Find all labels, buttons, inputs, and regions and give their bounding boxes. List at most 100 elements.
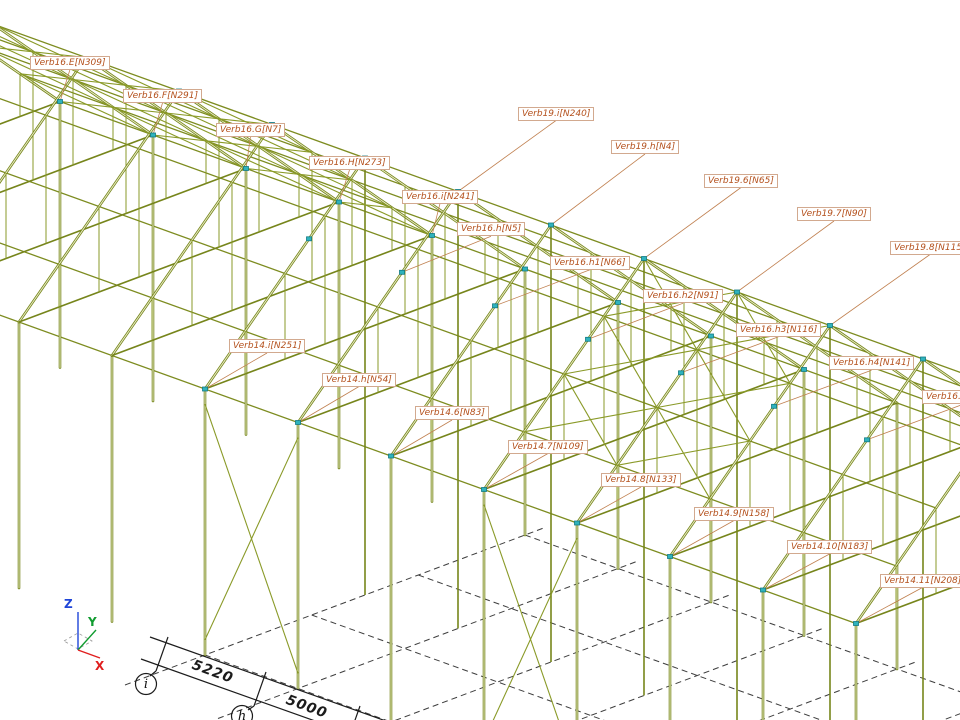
roof-brace-member[interactable] [165, 112, 220, 120]
node-marker[interactable] [548, 222, 554, 228]
node-marker[interactable] [641, 256, 647, 261]
eave-tie-member[interactable] [0, 167, 247, 289]
model-label[interactable]: Verb16.h4[N141] [829, 356, 915, 371]
axis-y-label: Y [87, 615, 97, 629]
model-label[interactable]: Verb14.6[N83] [415, 406, 489, 420]
roof-brace-member[interactable] [112, 106, 167, 114]
grid-line [418, 574, 823, 720]
wall-brace-member[interactable] [484, 537, 578, 720]
node-marker[interactable] [150, 132, 156, 138]
model-label[interactable]: Verb16.h2[N91] [643, 289, 723, 304]
roof-brace-member[interactable] [205, 140, 260, 148]
node-marker[interactable] [429, 233, 435, 238]
grid-line [577, 627, 825, 720]
roof-brace-member[interactable] [696, 349, 751, 442]
eave-tie-member[interactable] [0, 134, 154, 255]
roof-brace-member[interactable] [19, 73, 74, 81]
model-label[interactable]: Verb14.i[N251] [229, 339, 306, 353]
model-label[interactable]: Verb16.h3[N116] [736, 322, 822, 337]
node-marker[interactable] [827, 323, 833, 328]
node-marker[interactable] [295, 420, 301, 425]
leader-line [643, 187, 742, 259]
node-marker[interactable] [771, 403, 777, 409]
model-label[interactable]: Verb19.8[N115] [890, 240, 960, 255]
node-marker[interactable] [388, 453, 394, 459]
node-marker[interactable] [481, 487, 487, 492]
node-marker[interactable] [492, 303, 498, 309]
model-label[interactable]: Verb16.E[N309] [30, 55, 110, 70]
node-marker[interactable] [678, 370, 684, 376]
node-marker[interactable] [864, 437, 870, 443]
roof-brace-member[interactable] [338, 201, 393, 209]
node-marker[interactable] [760, 587, 766, 593]
eave-tie-member[interactable] [111, 234, 433, 357]
node-marker[interactable] [574, 520, 580, 526]
frame-member[interactable] [854, 393, 960, 625]
grid-line [759, 661, 918, 720]
node-marker[interactable] [202, 386, 208, 392]
model-label[interactable]: Verb16.h1[N66] [550, 255, 630, 270]
node-marker[interactable] [853, 621, 859, 626]
model-label[interactable]: Verb19.6[N65] [704, 173, 778, 188]
frame-member-core [855, 472, 960, 624]
model-label[interactable]: Verb19.h[N4] [611, 140, 680, 154]
wall-brace-member[interactable] [204, 437, 299, 641]
model-label[interactable]: Verb14.9[N158] [694, 506, 774, 521]
node-marker[interactable] [399, 269, 405, 275]
roof-brace-member[interactable] [643, 258, 698, 351]
model-label[interactable]: Verb19.7[N90] [797, 207, 871, 221]
model-label[interactable]: Verb14.8[N133] [601, 473, 681, 487]
eave-tie-member[interactable] [18, 201, 340, 323]
model-label[interactable]: Verb16.H[N273] [309, 156, 390, 170]
eave-tie-member[interactable] [669, 437, 960, 558]
eave-tie-member[interactable] [855, 504, 960, 625]
model-label[interactable]: Verb14.h[N54] [322, 372, 396, 387]
purlin-member[interactable] [0, 46, 960, 448]
eave-tie-member[interactable] [0, 100, 61, 222]
roof-brace-member[interactable] [563, 373, 618, 466]
node-marker[interactable] [920, 356, 926, 362]
model-label[interactable]: Verb14.10[N183] [787, 540, 873, 554]
roof-brace-member[interactable] [72, 78, 127, 86]
roof-brace-member[interactable] [59, 100, 114, 108]
purlin-member[interactable] [0, 106, 937, 509]
frame-member[interactable] [828, 324, 960, 437]
roof-brace-member[interactable] [0, 46, 34, 53]
node-marker[interactable] [615, 300, 621, 305]
node-marker[interactable] [734, 289, 740, 295]
node-marker[interactable] [801, 367, 807, 372]
node-marker[interactable] [57, 99, 63, 104]
model-label[interactable]: Verb14.7[N109] [508, 439, 588, 454]
model-label[interactable]: Verb14.11[N208] [880, 573, 960, 588]
roof-brace-member[interactable] [298, 173, 353, 181]
node-marker[interactable] [243, 166, 249, 171]
leader-line [829, 254, 931, 326]
model-label[interactable]: Verb16.G[N7] [216, 122, 286, 137]
roof-brace-member[interactable] [152, 134, 207, 142]
model-label[interactable]: Verb16.h5[N166] [922, 389, 960, 404]
node-marker[interactable] [522, 266, 528, 272]
model-label[interactable]: Verb16.F[N291] [123, 89, 203, 103]
model-label[interactable]: Verb19.i[N240] [518, 106, 595, 121]
node-marker[interactable] [336, 199, 342, 205]
roof-brace-member[interactable] [603, 316, 658, 408]
roof-brace-member[interactable] [736, 291, 791, 384]
dim-tick [354, 705, 361, 720]
bracing-members[interactable] [0, 0, 831, 720]
model-label[interactable]: Verb16.i[N241] [402, 189, 479, 204]
node-marker[interactable] [306, 236, 312, 242]
roof-brace-member[interactable] [0, 0, 34, 53]
purlin-member[interactable] [0, 164, 897, 567]
node-marker[interactable] [708, 333, 714, 339]
model-label[interactable]: Verb16.h[N5] [457, 222, 526, 237]
leader-line [762, 553, 830, 591]
eave-tie-member[interactable] [762, 470, 960, 591]
node-marker[interactable] [667, 554, 673, 559]
roof-brace-member[interactable] [258, 145, 313, 153]
purlin-member[interactable] [0, 48, 960, 450]
node-marker[interactable] [585, 336, 591, 342]
roof-brace-member[interactable] [245, 167, 300, 175]
roof-brace-member[interactable] [656, 407, 711, 500]
